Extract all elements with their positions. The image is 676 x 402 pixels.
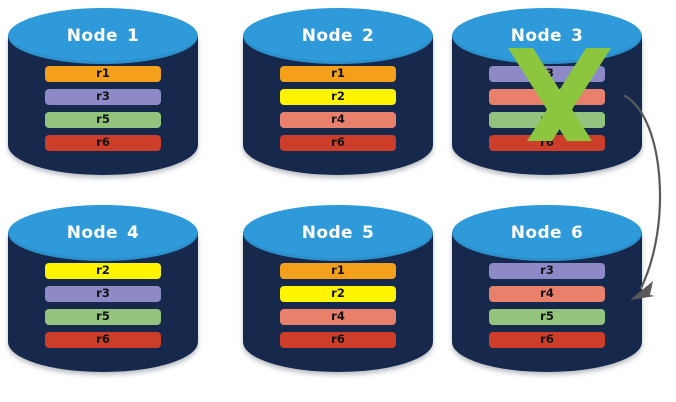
replica-bar[interactable]: r5 [489, 112, 605, 128]
node-2-title-word: Node [301, 26, 353, 46]
node-2-title: Node 2 [243, 8, 433, 64]
node-3-replica-list: r3 r4 r5 r6 [489, 66, 605, 151]
replica-bar[interactable]: r2 [280, 89, 396, 105]
node-6-title-number: 6 [570, 223, 584, 243]
replica-bar[interactable]: r4 [489, 286, 605, 302]
node-6-title: Node 6 [452, 205, 642, 261]
replica-bar[interactable]: r2 [280, 286, 396, 302]
node-1-title-number: 1 [126, 26, 140, 46]
replica-bar[interactable]: r6 [280, 332, 396, 348]
node-2-cylinder-top [243, 8, 433, 64]
replica-bar[interactable]: r4 [280, 112, 396, 128]
replica-bar[interactable]: r5 [45, 112, 161, 128]
node-4-replica-list: r2 r3 r5 r6 [45, 263, 161, 348]
node-1-cylinder-top [8, 8, 198, 64]
replica-bar[interactable]: r3 [489, 263, 605, 279]
node-1-title: Node 1 [8, 8, 198, 64]
node-6-title-word: Node [510, 223, 562, 243]
node-1[interactable]: Node 1 r1 r3 r5 r6 [8, 8, 198, 186]
node-3-title-number: 3 [570, 26, 584, 46]
node-3-title-word: Node [510, 26, 562, 46]
node-4-cylinder-top [8, 205, 198, 261]
node-3[interactable]: Node 3 r3 r4 r5 r6 [452, 8, 642, 186]
replica-bar[interactable]: r3 [489, 66, 605, 82]
node-5-title-word: Node [301, 223, 353, 243]
node-5-cylinder-top [243, 205, 433, 261]
replica-bar[interactable]: r1 [45, 66, 161, 82]
replica-bar[interactable]: r2 [45, 263, 161, 279]
replica-bar[interactable]: r1 [280, 66, 396, 82]
node-4[interactable]: Node 4 r2 r3 r5 r6 [8, 205, 198, 383]
replica-bar[interactable]: r4 [280, 309, 396, 325]
replica-bar[interactable]: r3 [45, 286, 161, 302]
replica-bar[interactable]: r6 [489, 332, 605, 348]
node-5[interactable]: Node 5 r1 r2 r4 r6 [243, 205, 433, 383]
node-6[interactable]: Node 6 r3 r4 r5 r6 [452, 205, 642, 383]
replica-bar[interactable]: r6 [45, 135, 161, 151]
node-4-title: Node 4 [8, 205, 198, 261]
replica-bar[interactable]: r5 [489, 309, 605, 325]
node-4-title-number: 4 [126, 223, 140, 243]
replica-bar[interactable]: r6 [45, 332, 161, 348]
replica-bar[interactable]: r6 [280, 135, 396, 151]
node-4-title-word: Node [66, 223, 118, 243]
replica-bar[interactable]: r6 [489, 135, 605, 151]
node-6-replica-list: r3 r4 r5 r6 [489, 263, 605, 348]
node-1-title-word: Node [66, 26, 118, 46]
replica-bar[interactable]: r1 [280, 263, 396, 279]
node-2-replica-list: r1 r2 r4 r6 [280, 66, 396, 151]
node-5-title-number: 5 [361, 223, 375, 243]
node-6-cylinder-top [452, 205, 642, 261]
node-5-replica-list: r1 r2 r4 r6 [280, 263, 396, 348]
replica-bar[interactable]: r4 [489, 89, 605, 105]
node-2[interactable]: Node 2 r1 r2 r4 r6 [243, 8, 433, 186]
node-2-title-number: 2 [361, 26, 375, 46]
replica-bar[interactable]: r3 [45, 89, 161, 105]
node-1-replica-list: r1 r3 r5 r6 [45, 66, 161, 151]
node-3-title: Node 3 [452, 8, 642, 64]
node-5-title: Node 5 [243, 205, 433, 261]
replica-bar[interactable]: r5 [45, 309, 161, 325]
